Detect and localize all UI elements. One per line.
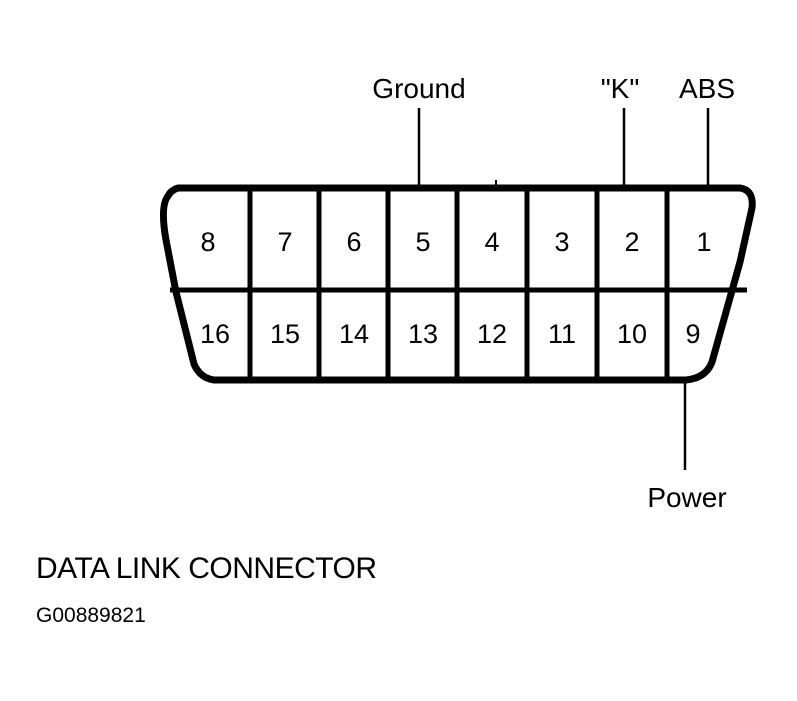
k-line-label: "K" xyxy=(601,73,640,104)
pin-7: 7 xyxy=(277,227,292,257)
figure-id: G00889821 xyxy=(36,604,146,627)
pin-9: 9 xyxy=(685,319,700,349)
pin-6: 6 xyxy=(346,227,361,257)
pin-8: 8 xyxy=(200,227,215,257)
pin-10: 10 xyxy=(617,319,647,349)
ground-label: Ground xyxy=(372,73,465,104)
pin-15: 15 xyxy=(270,319,300,349)
power-label: Power xyxy=(647,482,726,513)
connector-outline xyxy=(159,184,756,384)
pin-12: 12 xyxy=(477,319,507,349)
pin-13: 13 xyxy=(408,319,438,349)
callout-leaders xyxy=(417,108,710,470)
pin-16: 16 xyxy=(200,319,230,349)
pin-4: 4 xyxy=(484,227,499,257)
pin-2: 2 xyxy=(624,227,639,257)
pin-5: 5 xyxy=(415,227,430,257)
bottom-row-pins: 16 15 14 13 12 11 10 9 xyxy=(200,319,701,349)
pin-11: 11 xyxy=(548,319,576,349)
diagram-caption: DATA LINK CONNECTOR xyxy=(36,552,377,585)
connector-cell-dividers xyxy=(247,190,670,378)
top-row-pins: 8 7 6 5 4 3 2 1 xyxy=(200,227,711,257)
pin-1: 1 xyxy=(696,227,711,257)
pin-14: 14 xyxy=(339,319,369,349)
abs-label: ABS xyxy=(679,73,735,104)
pin-3: 3 xyxy=(554,227,569,257)
